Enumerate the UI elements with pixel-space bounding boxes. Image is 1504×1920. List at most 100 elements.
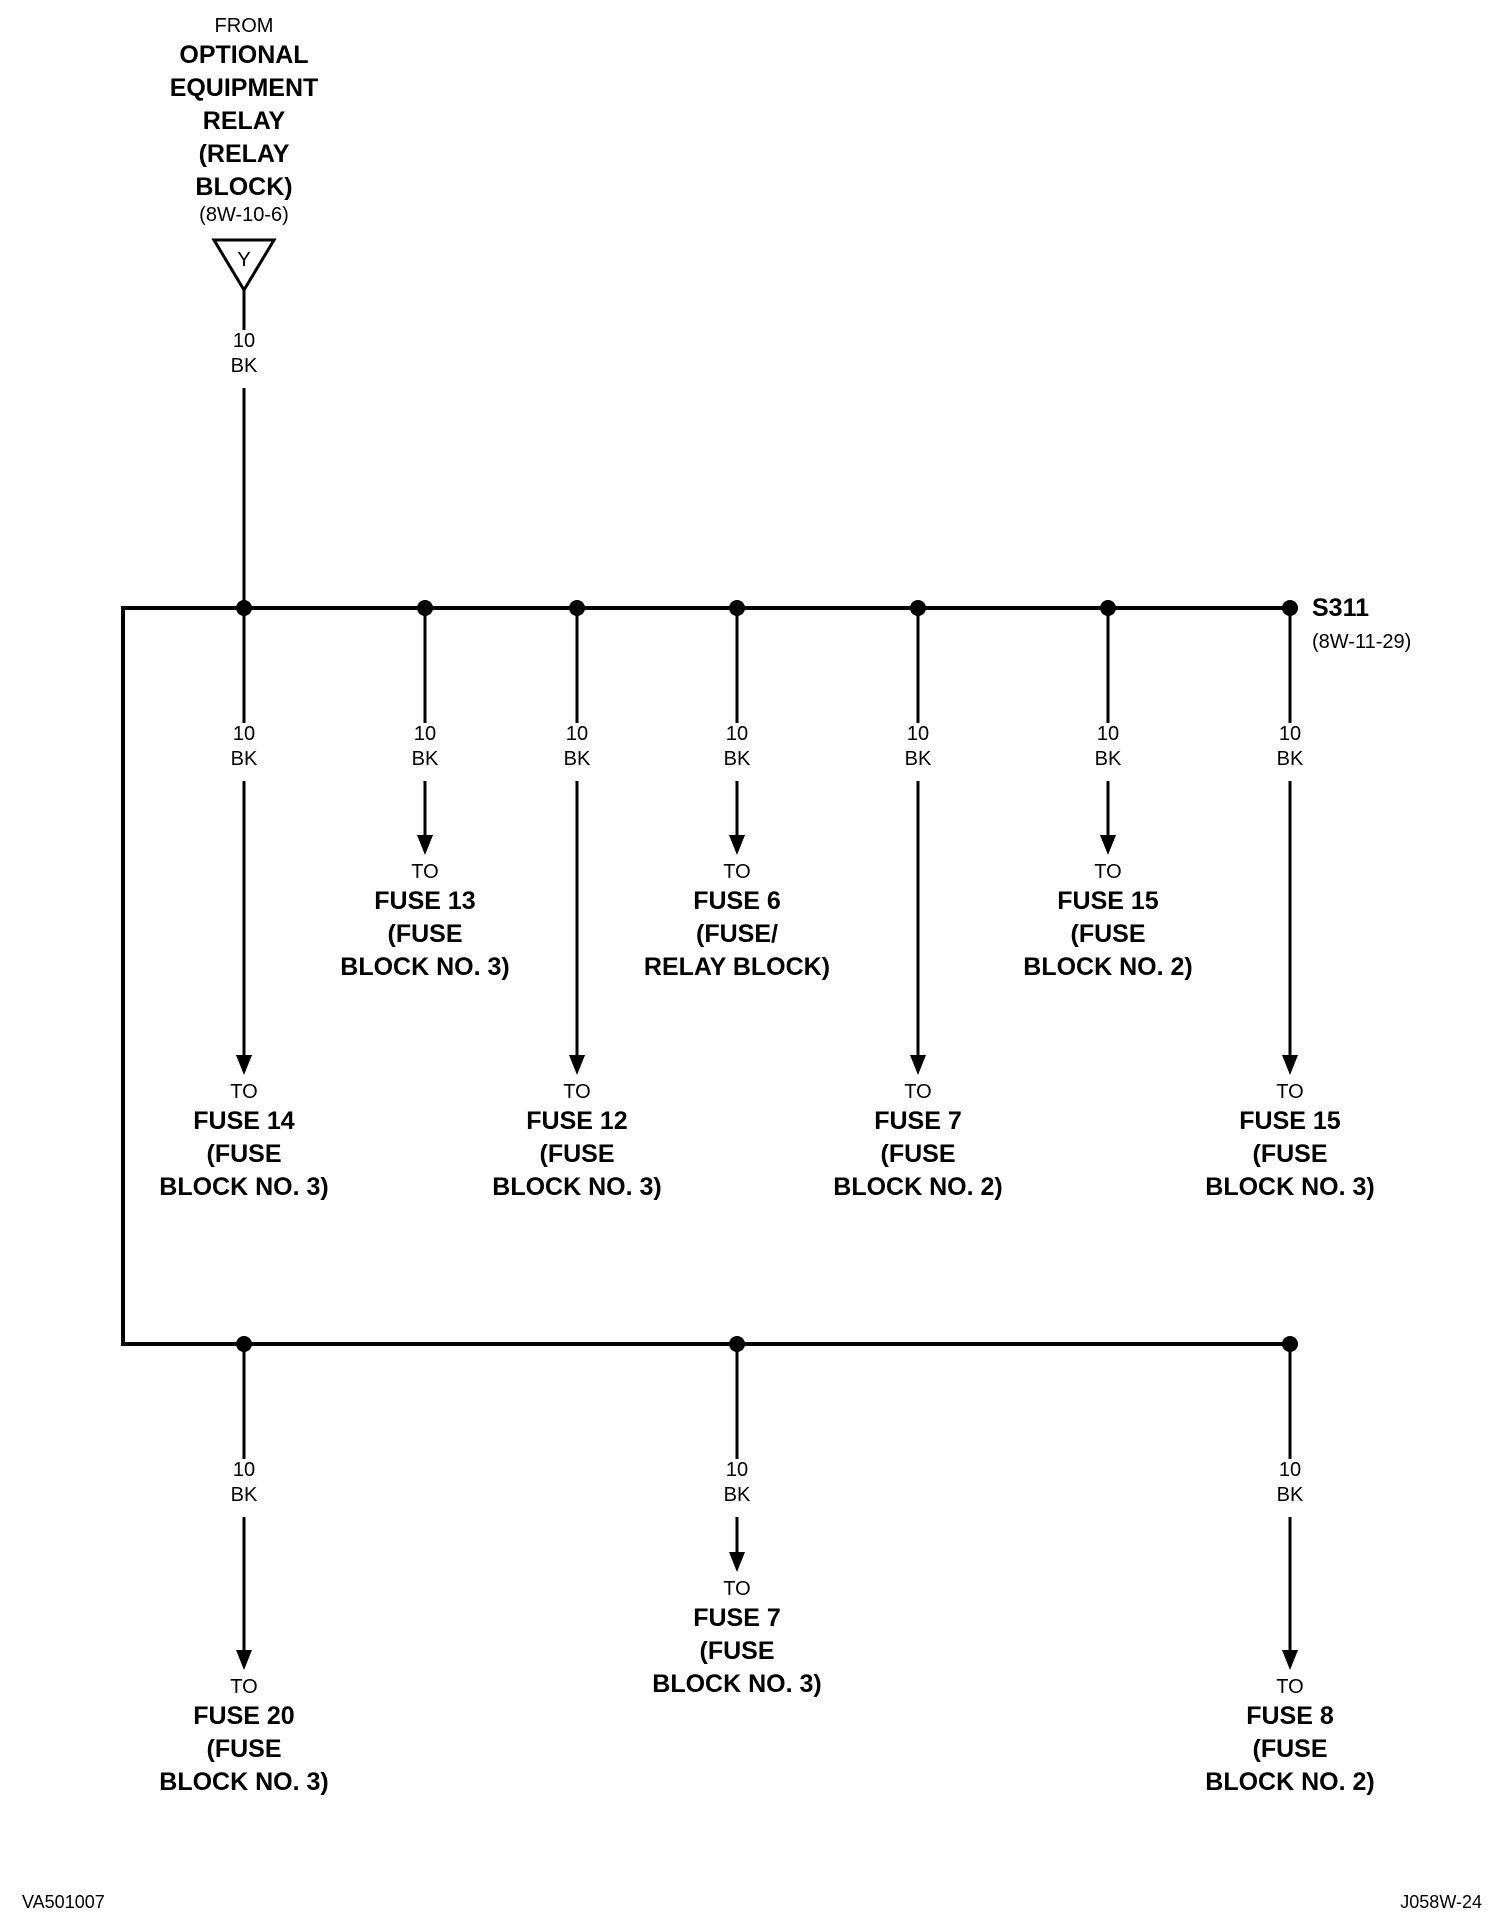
branch-dest-line: BLOCK NO. 3) bbox=[1205, 1173, 1374, 1201]
branch-to-text: TO bbox=[1094, 861, 1121, 883]
branch-to-text: TO bbox=[411, 861, 438, 883]
arrow-down-icon bbox=[1100, 835, 1116, 855]
connector-letter: Y bbox=[237, 249, 250, 271]
arrow-down-icon bbox=[1282, 1650, 1298, 1670]
branch-wire-color: BK bbox=[1277, 1484, 1304, 1506]
arrow-down-icon bbox=[417, 835, 433, 855]
branch-dest-line: (FUSE bbox=[1071, 920, 1146, 948]
branch-dest-line: FUSE 15 bbox=[1057, 887, 1159, 915]
arrow-down-icon bbox=[1282, 1055, 1298, 1075]
branch-wire-gauge: 10 bbox=[414, 723, 436, 745]
branch-wire-color: BK bbox=[724, 748, 751, 770]
branch-to-text: TO bbox=[1276, 1081, 1303, 1103]
branch-dest-line: (FUSE bbox=[207, 1140, 282, 1168]
branch-dest-line: BLOCK NO. 2) bbox=[1023, 953, 1192, 981]
branch-dest-line: BLOCK NO. 3) bbox=[340, 953, 509, 981]
branch-dest-line: BLOCK NO. 2) bbox=[833, 1173, 1002, 1201]
branch-dest-line: (FUSE bbox=[207, 1735, 282, 1763]
branch-wire-gauge: 10 bbox=[1279, 1459, 1301, 1481]
arrow-down-icon bbox=[236, 1055, 252, 1075]
branch-wire-color: BK bbox=[412, 748, 439, 770]
arrow-down-icon bbox=[729, 1552, 745, 1572]
footer-right-code: J058W-24 bbox=[1400, 1892, 1482, 1912]
branch-to-text: TO bbox=[723, 1578, 750, 1600]
branch-wire-color: BK bbox=[231, 748, 258, 770]
arrow-down-icon bbox=[910, 1055, 926, 1075]
branch-wire-gauge: 10 bbox=[233, 1459, 255, 1481]
splice-name: S311 bbox=[1312, 594, 1369, 622]
branch-to-text: TO bbox=[1276, 1676, 1303, 1698]
branch-wire-gauge: 10 bbox=[907, 723, 929, 745]
branch-wire-gauge: 10 bbox=[1097, 723, 1119, 745]
branch-dest-line: FUSE 12 bbox=[526, 1107, 627, 1135]
branch-to-text: TO bbox=[230, 1676, 257, 1698]
branch-wire-color: BK bbox=[724, 1484, 751, 1506]
branch-dest-line: (FUSE/ bbox=[696, 920, 778, 948]
branch-dest-line: (FUSE bbox=[388, 920, 463, 948]
arrow-down-icon bbox=[729, 835, 745, 855]
branch-dest-line: FUSE 8 bbox=[1246, 1702, 1334, 1730]
branch-dest-line: (FUSE bbox=[540, 1140, 615, 1168]
branch-dest-line: RELAY BLOCK) bbox=[644, 953, 830, 981]
branch-dest-line: FUSE 6 bbox=[693, 887, 781, 915]
branch-wire-color: BK bbox=[1277, 748, 1304, 770]
connector-triangle-icon bbox=[211, 238, 277, 293]
branch-wire-color: BK bbox=[1095, 748, 1122, 770]
branch-dest-line: BLOCK NO. 2) bbox=[1205, 1768, 1374, 1796]
branch-dest-line: FUSE 13 bbox=[374, 887, 475, 915]
branch-wire-color: BK bbox=[905, 748, 932, 770]
branch-dest-line: FUSE 15 bbox=[1239, 1107, 1341, 1135]
source-ref-text: (8W-10-6) bbox=[199, 204, 289, 226]
branch-wire-gauge: 10 bbox=[233, 723, 255, 745]
branch-wire-color: BK bbox=[564, 748, 591, 770]
branch-dest-line: (FUSE bbox=[700, 1637, 775, 1665]
source-name-line: OPTIONAL bbox=[179, 41, 308, 69]
branch-wire-gauge: 10 bbox=[566, 723, 588, 745]
source-name-line: RELAY bbox=[203, 107, 286, 135]
branch-wire-gauge: 10 bbox=[726, 1459, 748, 1481]
source-from-text: FROM bbox=[215, 15, 274, 37]
branch-dest-line: BLOCK NO. 3) bbox=[492, 1173, 661, 1201]
branch-dest-line: FUSE 14 bbox=[193, 1107, 295, 1135]
branch-to-text: TO bbox=[904, 1081, 931, 1103]
source-wire-color: BK bbox=[231, 355, 258, 377]
branch-wire-gauge: 10 bbox=[726, 723, 748, 745]
branch-dest-line: FUSE 20 bbox=[193, 1702, 294, 1730]
branch-wire-color: BK bbox=[231, 1484, 258, 1506]
branch-dest-line: FUSE 7 bbox=[874, 1107, 962, 1135]
splice-ref: (8W-11-29) bbox=[1312, 631, 1411, 653]
branch-dest-line: BLOCK NO. 3) bbox=[159, 1173, 328, 1201]
branch-dest-line: FUSE 7 bbox=[693, 1604, 781, 1632]
source-name-line: BLOCK) bbox=[195, 173, 292, 201]
arrow-down-icon bbox=[236, 1650, 252, 1670]
branch-dest-line: (FUSE bbox=[881, 1140, 956, 1168]
branch-dest-line: (FUSE bbox=[1253, 1735, 1328, 1763]
connector-icon: Y bbox=[211, 238, 277, 293]
branch-dest-line: BLOCK NO. 3) bbox=[652, 1670, 821, 1698]
source-wire-gauge: 10 bbox=[233, 330, 255, 352]
source-name-line: (RELAY bbox=[199, 140, 290, 168]
branch-to-text: TO bbox=[723, 861, 750, 883]
branch-dest-line: (FUSE bbox=[1253, 1140, 1328, 1168]
branch-wire-gauge: 10 bbox=[1279, 723, 1301, 745]
branch-to-text: TO bbox=[563, 1081, 590, 1103]
branch-dest-line: BLOCK NO. 3) bbox=[159, 1768, 328, 1796]
source-label: FROM OPTIONAL EQUIPMENT RELAY (RELAY BLO… bbox=[170, 15, 319, 226]
footer-left-code: VA501007 bbox=[22, 1892, 105, 1912]
source-name-line: EQUIPMENT bbox=[170, 74, 319, 102]
branch-to-text: TO bbox=[230, 1081, 257, 1103]
arrow-down-icon bbox=[569, 1055, 585, 1075]
